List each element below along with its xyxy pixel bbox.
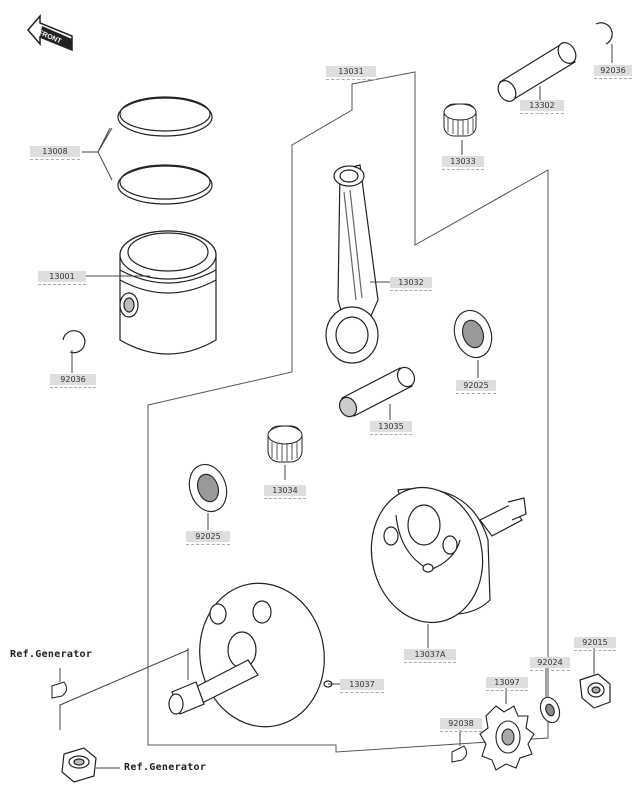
ref-generator-top: Ref.Generator bbox=[10, 649, 93, 660]
label-92036-top: 92036 bbox=[594, 65, 632, 79]
label-13034: 13034 bbox=[264, 485, 306, 499]
label-92024: 92024 bbox=[530, 657, 570, 671]
label-13033: 13033 bbox=[442, 156, 484, 170]
piston-rings-13008 bbox=[117, 96, 213, 205]
crankshaft-13037A bbox=[370, 486, 527, 624]
woodruff-key-left bbox=[51, 681, 68, 699]
label-13008: 13008 bbox=[30, 146, 80, 160]
circlip-92036-left bbox=[62, 330, 86, 354]
crank-pin-13035 bbox=[338, 366, 416, 418]
leader-13008 bbox=[82, 127, 111, 153]
label-13031: 13031 bbox=[326, 66, 376, 80]
needle-bearing-13033 bbox=[443, 103, 477, 137]
crankshaft-13037 bbox=[168, 582, 333, 728]
ref-generator-bottom: Ref.Generator bbox=[124, 762, 207, 773]
nut-generator bbox=[61, 747, 97, 783]
label-13302: 13302 bbox=[520, 100, 564, 114]
label-13037A: 13037A bbox=[404, 649, 456, 663]
label-92036-left: 92036 bbox=[50, 374, 96, 388]
washer-92024 bbox=[539, 696, 561, 724]
label-13037: 13037 bbox=[340, 679, 384, 693]
connecting-rod-13032 bbox=[325, 164, 379, 364]
thrust-washer-92025-left bbox=[188, 463, 228, 513]
label-92025-right: 92025 bbox=[456, 380, 496, 394]
label-92015: 92015 bbox=[574, 637, 616, 651]
nut-92015 bbox=[579, 673, 611, 709]
needle-bearing-13034 bbox=[267, 425, 303, 463]
label-13097: 13097 bbox=[486, 677, 528, 691]
label-92038: 92038 bbox=[440, 718, 482, 732]
front-arrow-icon bbox=[27, 13, 73, 52]
woodruff-key-92038 bbox=[451, 745, 468, 763]
label-92025-left: 92025 bbox=[186, 531, 230, 545]
label-13001: 13001 bbox=[38, 271, 86, 285]
circlip-92036-top bbox=[595, 22, 613, 45]
piston-pin-13302 bbox=[497, 42, 577, 102]
label-13035: 13035 bbox=[370, 421, 412, 435]
assembly-outline bbox=[147, 71, 549, 753]
thrust-washer-92025-right bbox=[453, 309, 493, 359]
label-13032: 13032 bbox=[390, 277, 432, 291]
gear-13097 bbox=[479, 705, 535, 771]
piston-13001 bbox=[119, 230, 217, 355]
